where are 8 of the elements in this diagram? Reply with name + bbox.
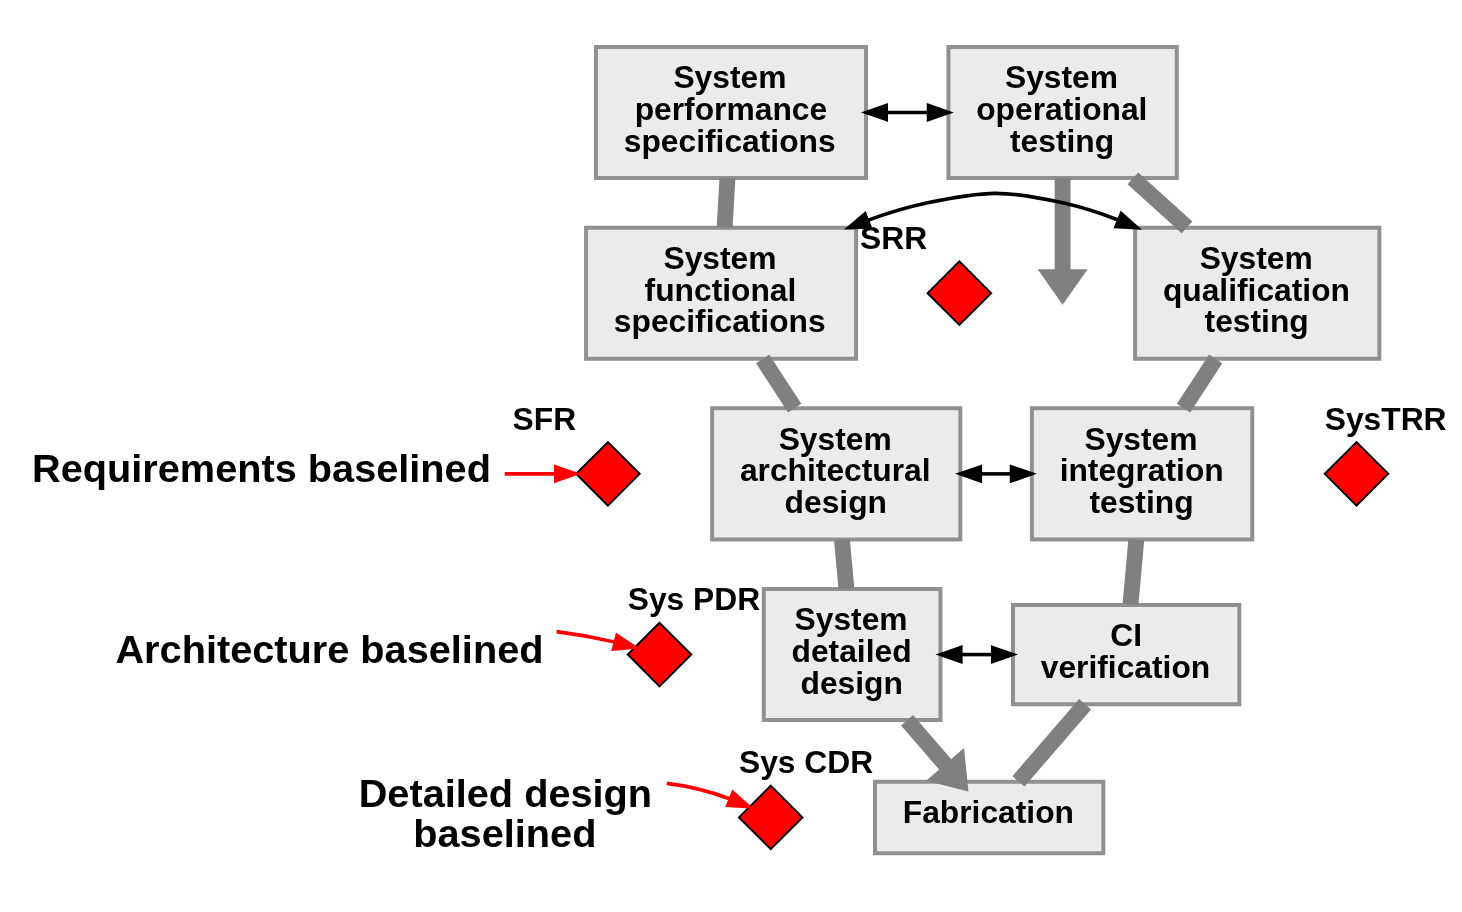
node-text: Detailed design baselined	[358, 771, 653, 856]
node-label: Sys CDR	[738, 744, 874, 781]
node-text: Requirements baselined	[32, 445, 491, 490]
node-label: SysTRR	[1324, 400, 1447, 437]
node-label: SFR	[512, 400, 577, 437]
node-text: Architecture baselined	[115, 626, 544, 671]
node-label: Sys PDR	[627, 581, 761, 618]
node-label: SRR	[860, 220, 928, 257]
